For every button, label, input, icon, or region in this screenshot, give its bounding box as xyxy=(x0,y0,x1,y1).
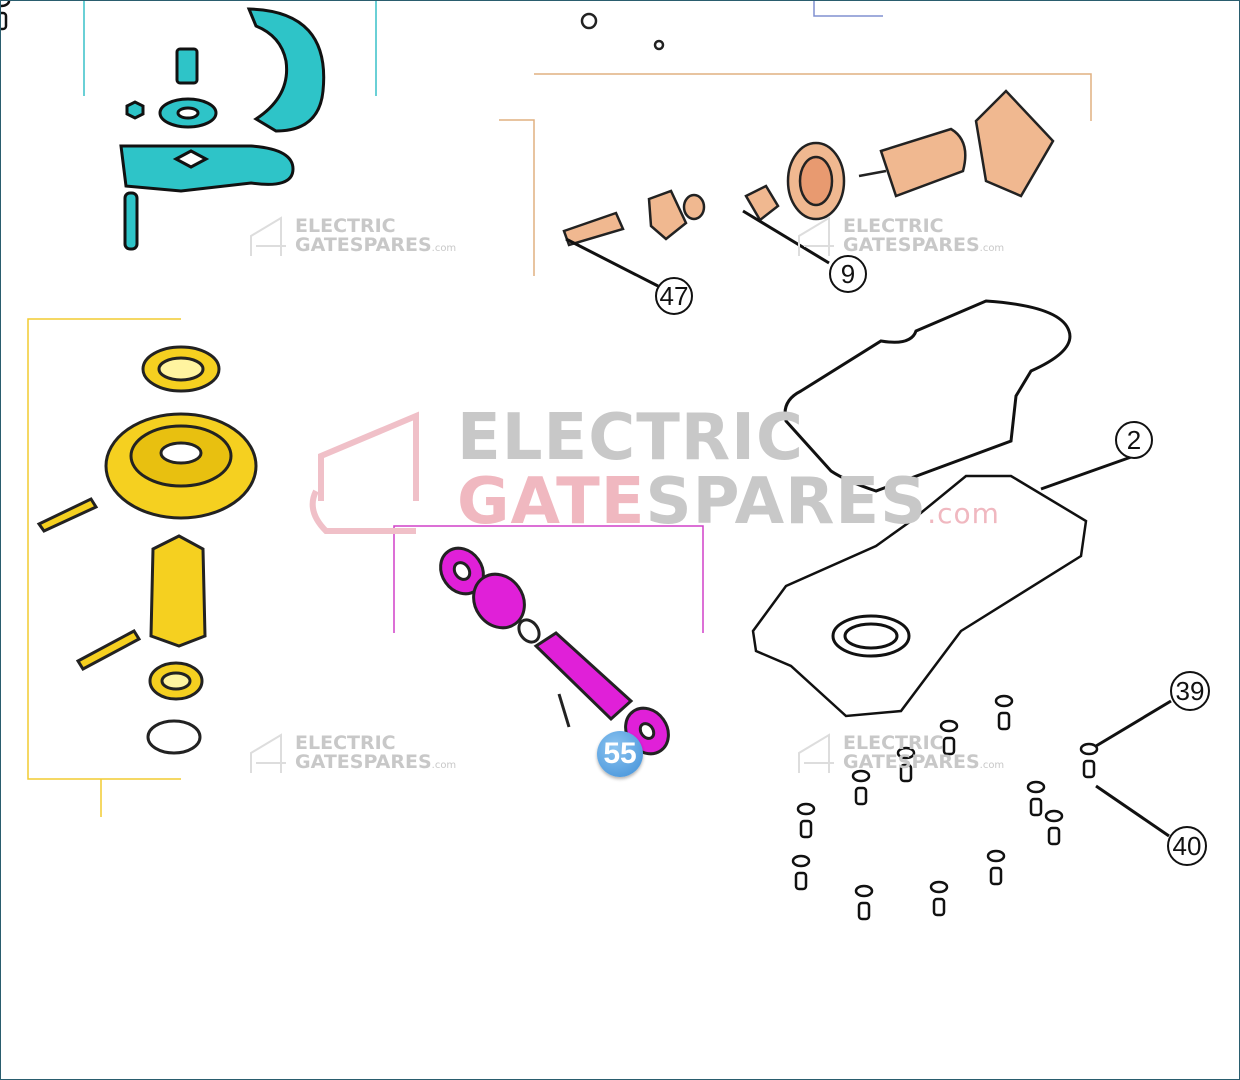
callout-9[interactable]: 9 xyxy=(829,255,867,293)
gear-parts xyxy=(36,345,258,755)
motor-parts xyxy=(562,12,1055,247)
housing-parts xyxy=(565,209,1172,838)
worm-parts xyxy=(439,546,670,756)
top-bracket xyxy=(813,1,883,17)
gear-group-bracket xyxy=(27,318,181,817)
worm-group-bracket xyxy=(393,525,704,633)
cyan-parts xyxy=(119,7,326,251)
watermark-logo-icons xyxy=(250,216,834,773)
callout-40[interactable]: 40 xyxy=(1167,826,1207,866)
screws xyxy=(1,1,1099,921)
highlighted-part-badge-55[interactable]: 55 xyxy=(597,731,643,777)
motor-group-bracket xyxy=(499,73,1092,276)
cyan-group-bracket xyxy=(83,1,377,96)
callout-47[interactable]: 47 xyxy=(655,277,693,315)
callout-2[interactable]: 2 xyxy=(1115,421,1153,459)
callout-39[interactable]: 39 xyxy=(1170,671,1210,711)
